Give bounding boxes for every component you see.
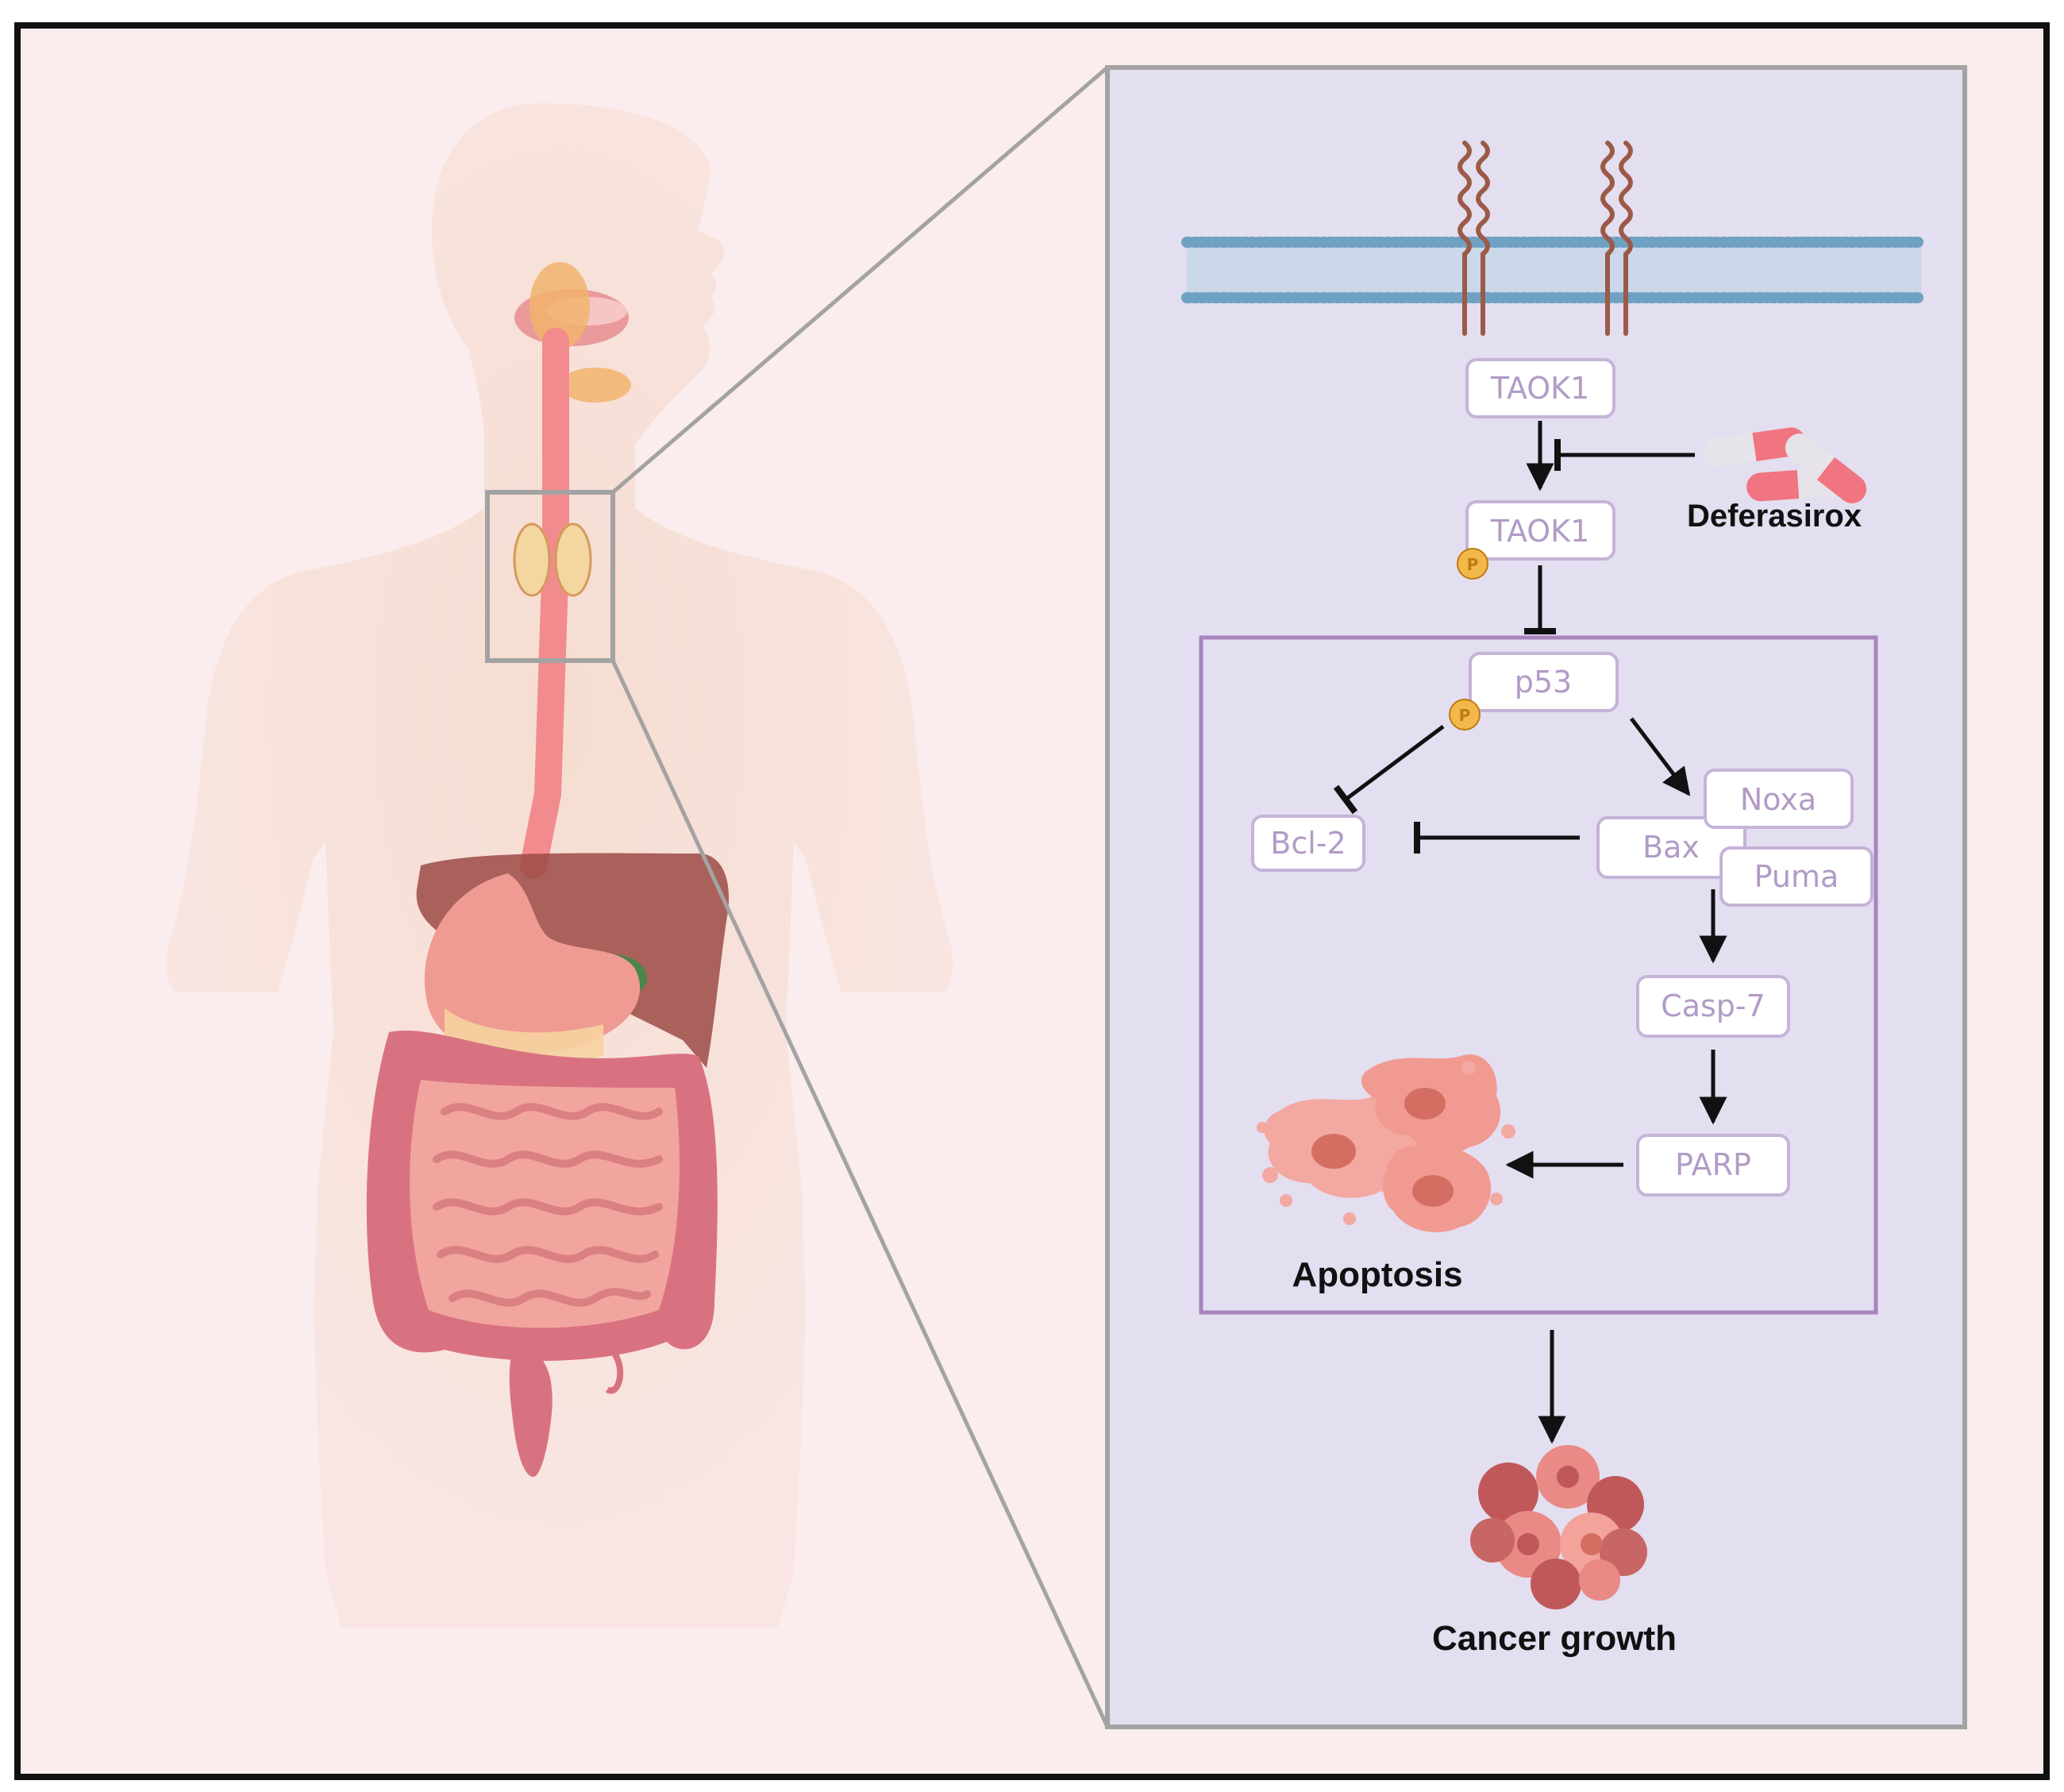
- apoptotic-cells-icon: [1257, 1054, 1515, 1233]
- node-bcl2-label: Bcl-2: [1270, 826, 1346, 861]
- zoom-line-bottom: [610, 659, 1110, 1728]
- node-p53: p53: [1469, 652, 1619, 712]
- node-p53-label: p53: [1515, 665, 1572, 699]
- svg-text:P: P: [1459, 706, 1471, 725]
- node-noxa: Noxa: [1704, 769, 1854, 829]
- tumor-cluster-icon: [1470, 1445, 1647, 1609]
- drug-label: Deferasirox: [1687, 499, 1862, 534]
- node-taok1-label: TAOK1: [1490, 371, 1590, 406]
- node-puma-label: Puma: [1754, 859, 1839, 894]
- node-taok1-phospho-label: TAOK1: [1490, 514, 1590, 549]
- svg-text:P: P: [1467, 555, 1479, 574]
- phospho-badge: P: [1457, 548, 1488, 580]
- node-bcl2: Bcl-2: [1251, 815, 1365, 872]
- node-casp7-label: Casp-7: [1661, 988, 1766, 1023]
- node-bax-label: Bax: [1642, 830, 1700, 865]
- zoom-line-top: [611, 66, 1109, 494]
- node-taok1-phospho: TAOK1: [1465, 500, 1615, 561]
- pill-capsules-icon: [1703, 427, 1867, 503]
- node-bax: Bax: [1596, 816, 1746, 879]
- arrow-p53-to-bax: [1630, 717, 1691, 796]
- receptor-icon: [1458, 141, 1633, 336]
- inhibit-p53-to-bcl2: [1333, 724, 1445, 815]
- phospho-badge: P: [1449, 699, 1481, 730]
- apoptosis-label: Apoptosis: [1292, 1255, 1462, 1294]
- cell-membrane-icon: [1181, 237, 1927, 303]
- node-noxa-label: Noxa: [1740, 782, 1816, 817]
- node-casp7: Casp-7: [1636, 975, 1790, 1038]
- node-puma: Puma: [1719, 846, 1873, 907]
- node-parp-label: PARP: [1675, 1147, 1751, 1182]
- node-parp: PARP: [1636, 1134, 1790, 1197]
- zoom-box: [485, 490, 615, 663]
- apoptosis-frame: [1199, 635, 1878, 1315]
- human-body-icon: [166, 103, 953, 1628]
- node-taok1: TAOK1: [1465, 358, 1615, 418]
- cancer-growth-label: Cancer growth: [1432, 1619, 1677, 1658]
